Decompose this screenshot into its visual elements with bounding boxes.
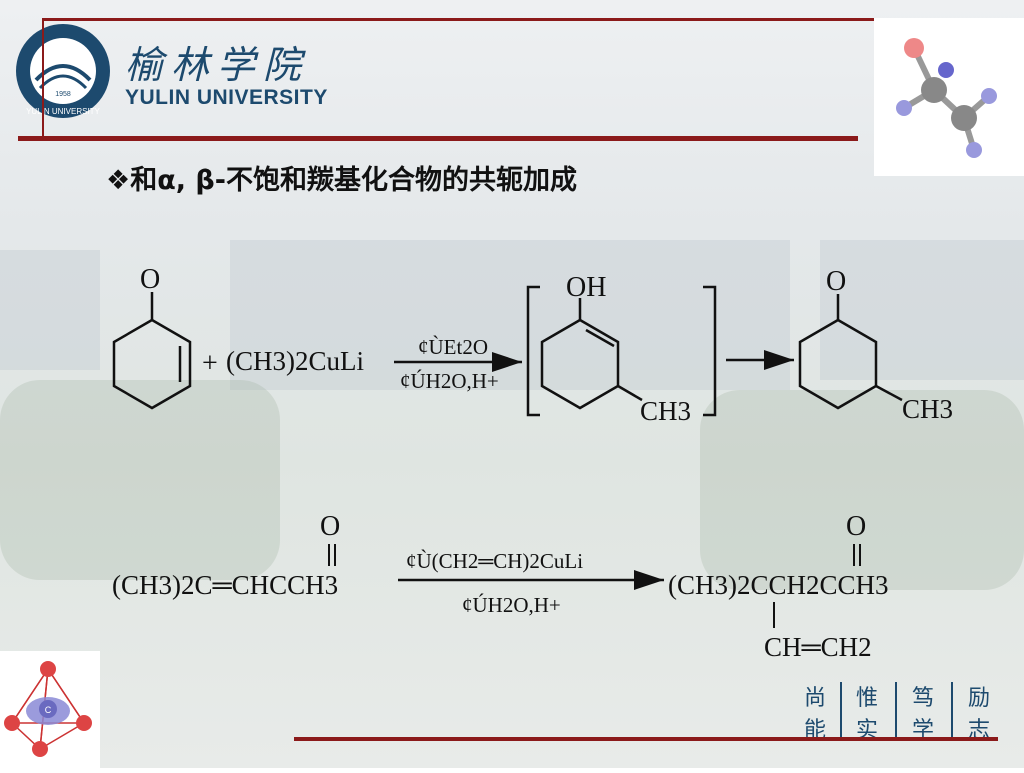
plus-sign: + [202,348,218,379]
methylcyclohexanone-structure [798,294,903,410]
cuprate-reagent: (CH3)2CuLi [226,346,364,376]
cyclohexenone-structure [112,292,192,410]
motto-divider [840,682,842,740]
motto-char: 励 [967,686,990,711]
school-name-en: YULIN UNIVERSITY [125,86,328,109]
enol-methyl: CH3 [640,396,691,426]
reactant2-carbonyl-bond [328,544,336,566]
university-motto: 尚 惟 笃 励 能 实 学 志 [795,680,1000,743]
reaction2-step2: ¢ÚH2O,H+ [462,593,561,617]
motto-divider [951,682,953,740]
reactant2-formula: (CH3)2C═CHCCH3 [112,570,338,600]
footer-rule [294,737,998,741]
molecule-model-image [874,18,1024,176]
slide-heading: ❖和α, β-不饱和羰基化合物的共轭加成 [106,165,577,196]
enol-oh: OH [566,272,606,303]
motto-char: 能 [803,718,826,743]
logo-ring-text: YULIN UNIVERSITY [26,107,100,116]
product2-formula: (CH3)2CCH2CCH3 [668,570,889,600]
university-logo: 1958 YULIN UNIVERSITY [16,24,110,118]
product2-carbonyl-bond [853,544,861,566]
motto-char: 尚 [803,686,826,711]
enol-structure [540,298,643,410]
motto-char: 笃 [911,686,934,711]
motto-char: 学 [911,718,934,743]
reaction1-step2: ¢ÚH2O,H+ [400,369,499,393]
reaction2-step1: ¢Ù(CH2═CH)2CuLi [406,549,583,573]
enol-bracket [526,285,717,417]
header-rule-vertical [42,18,44,138]
logo-year: 1958 [55,91,71,98]
motto-divider [895,682,897,740]
product2-oxygen: O [846,511,866,542]
reaction1-step1: ¢ÙEt2O [418,335,488,359]
ketone-oxygen: O [140,264,160,295]
product1-methyl: CH3 [902,394,953,424]
product1-oxygen: O [826,266,846,297]
motto-char: 实 [855,718,878,743]
header-rule-bottom [18,136,858,141]
school-name-cn: 榆林学院 [125,43,310,87]
motto-char: 志 [967,718,990,743]
product2-branch: CH═CH2 [764,632,872,662]
tetrahedral-model-image: C [0,651,100,768]
svg-text:C: C [45,705,52,715]
header-rule-top [42,18,964,21]
motto-char: 惟 [855,686,878,711]
reactant2-oxygen: O [320,511,340,542]
